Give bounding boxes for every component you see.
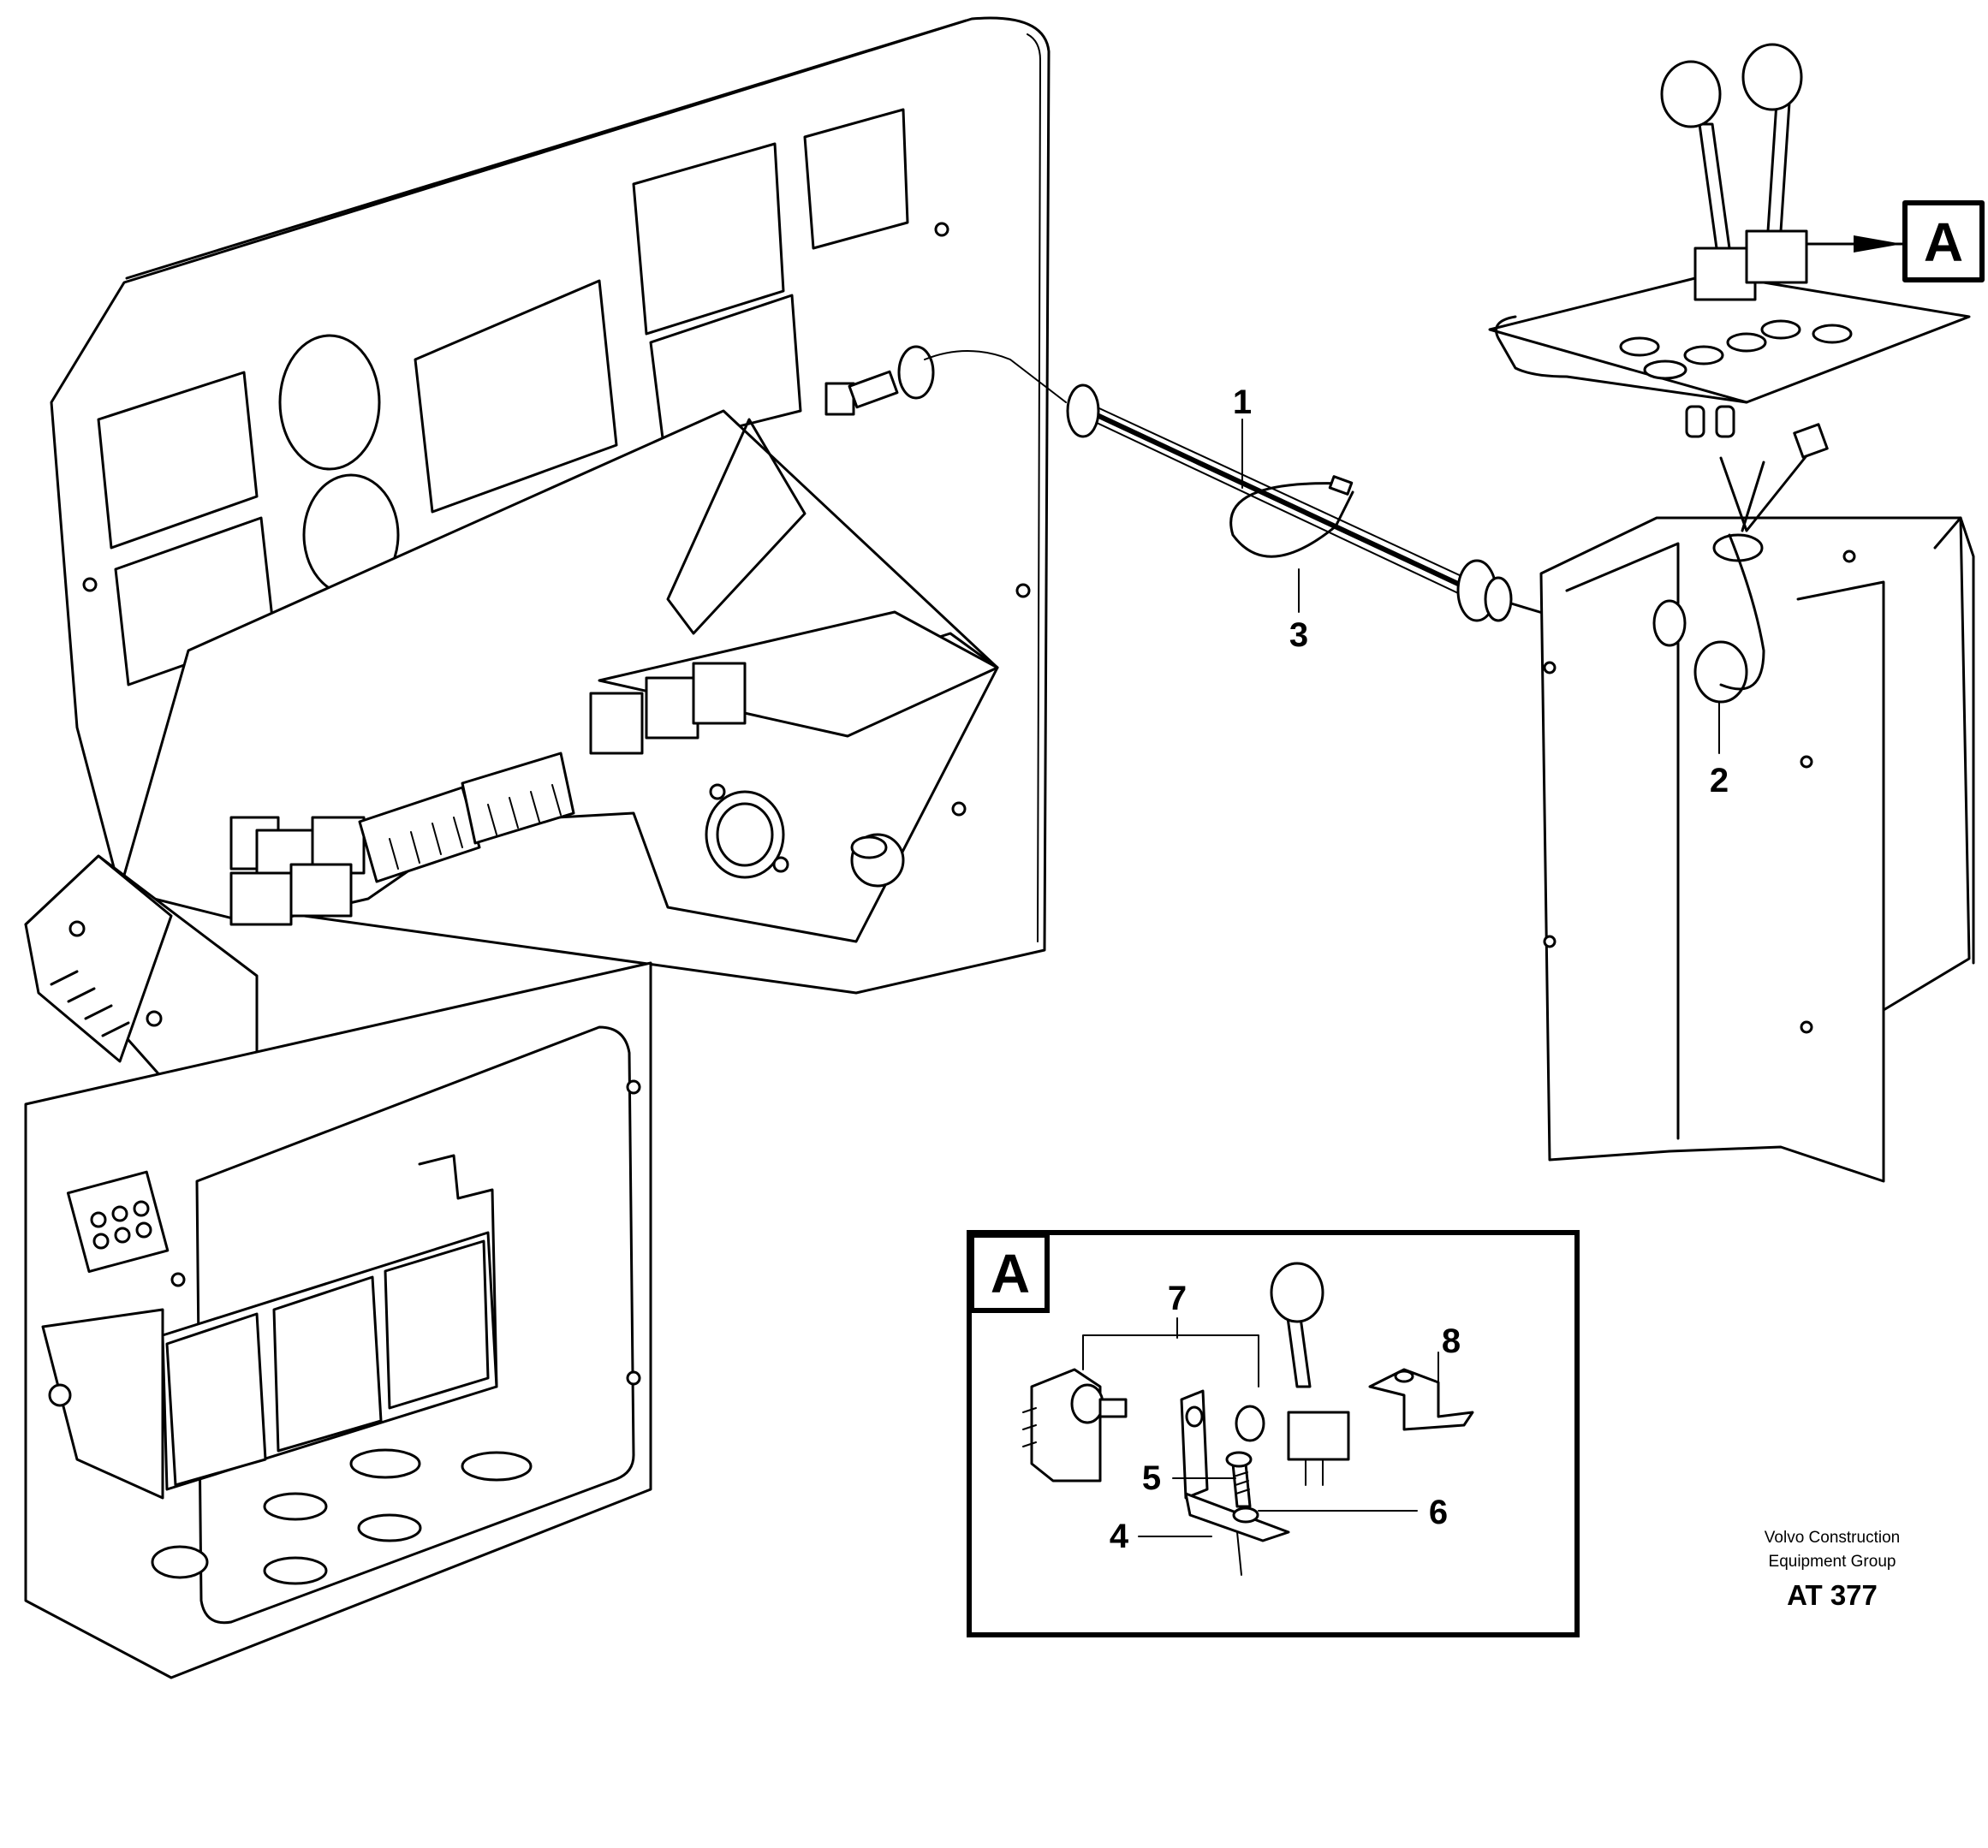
grommet (1066, 383, 1100, 438)
switch-cutout (803, 108, 909, 250)
cable-conduit (1066, 383, 1556, 622)
callout-1: 1 (1233, 383, 1252, 421)
credit-line-2: Equipment Group (1769, 1553, 1896, 1571)
illustration-code: AT 377 (1787, 1579, 1878, 1611)
control-levers (1488, 43, 1971, 459)
cable-tie (1229, 482, 1354, 558)
callout-4: 4 (1110, 1518, 1129, 1555)
switch-block (24, 854, 259, 1132)
callout-5: 5 (1142, 1459, 1161, 1497)
relay-subpanel (24, 409, 999, 1132)
terminal-strip (358, 752, 575, 883)
publisher-credit: Volvo Construction Equipment Group AT 37… (1765, 1529, 1900, 1611)
lower-housing (24, 961, 652, 1679)
relay-group (229, 662, 747, 926)
display-cutout (414, 279, 618, 514)
lever-knob (1270, 1262, 1324, 1323)
round-gauge (278, 334, 381, 471)
round-connector (705, 783, 789, 879)
fuse-holder (66, 1170, 170, 1274)
callout-8: 8 (1442, 1322, 1461, 1360)
grommet (1693, 640, 1748, 704)
lever-knob (1741, 43, 1803, 111)
callout-7: 7 (1168, 1280, 1187, 1317)
svg-text:A: A (1924, 211, 1963, 273)
callout-6: 6 (1429, 1494, 1448, 1531)
callout-2: 2 (1710, 762, 1729, 799)
nut-fitting (850, 833, 905, 888)
gauge-cutout (97, 371, 259, 550)
switch-cutout (632, 142, 785, 336)
lever-knob (1660, 60, 1722, 128)
detail-marker: A (1854, 200, 1985, 282)
cab-pillar (1539, 443, 1975, 1183)
mounting-bracket (41, 1154, 498, 1500)
inset-detail: A (967, 1230, 1580, 1637)
callout-3: 3 (1289, 616, 1308, 654)
switch-cutout (649, 294, 802, 447)
credit-line-1: Volvo Construction (1765, 1529, 1900, 1547)
callout-leaders (1241, 419, 1720, 754)
inset-marker: A (991, 1243, 1030, 1304)
